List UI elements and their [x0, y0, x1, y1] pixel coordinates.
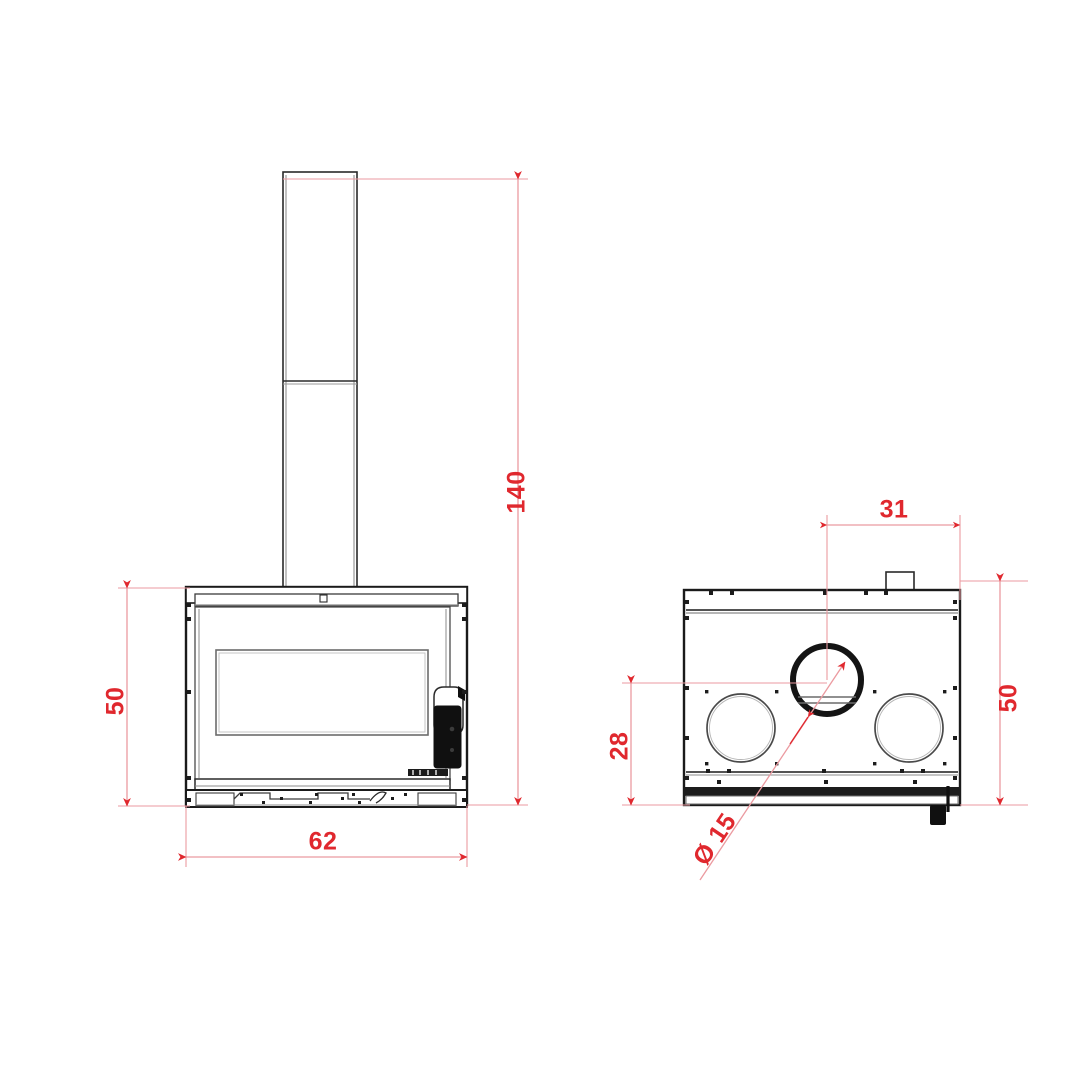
stove-body-front: [184, 585, 469, 808]
rear-elevation-view: [682, 571, 962, 825]
dimension-body-height: 50: [102, 580, 190, 807]
door-handle[interactable]: [433, 686, 465, 769]
dimension-fan-height: 28: [606, 675, 827, 806]
dimension-body-width: 62: [178, 806, 468, 867]
right-fan-opening: [873, 690, 947, 766]
brand-logo: [408, 769, 448, 776]
dimension-flue-offset: 31: [819, 496, 961, 680]
side-lever[interactable]: [930, 786, 950, 825]
dimension-label-height-total: 140: [503, 470, 531, 513]
dimension-label-fan-height: 28: [606, 732, 634, 761]
flue-collar: [885, 571, 915, 591]
fixing-dots-front: [187, 603, 466, 804]
top-trim: [185, 586, 468, 607]
bottom-rail-front: [194, 778, 451, 791]
dimension-rear-height: 50: [960, 573, 1028, 806]
front-elevation-view: [184, 171, 469, 808]
dimension-label-rear-height: 50: [995, 684, 1023, 713]
dimension-height-total: 140: [283, 171, 531, 806]
dimension-label-body-width: 62: [309, 828, 338, 856]
left-fan-opening: [705, 690, 779, 766]
stove-body-rear: [682, 588, 962, 825]
dimension-label-body-height: 50: [102, 687, 130, 716]
flue-pipe: [282, 171, 358, 589]
glass-pane: [215, 649, 429, 736]
dimension-label-flue-offset: 31: [880, 496, 909, 524]
top-rail-rear: [686, 609, 958, 614]
fixing-dots-rear: [685, 591, 957, 784]
bottom-plinth: [185, 789, 468, 808]
